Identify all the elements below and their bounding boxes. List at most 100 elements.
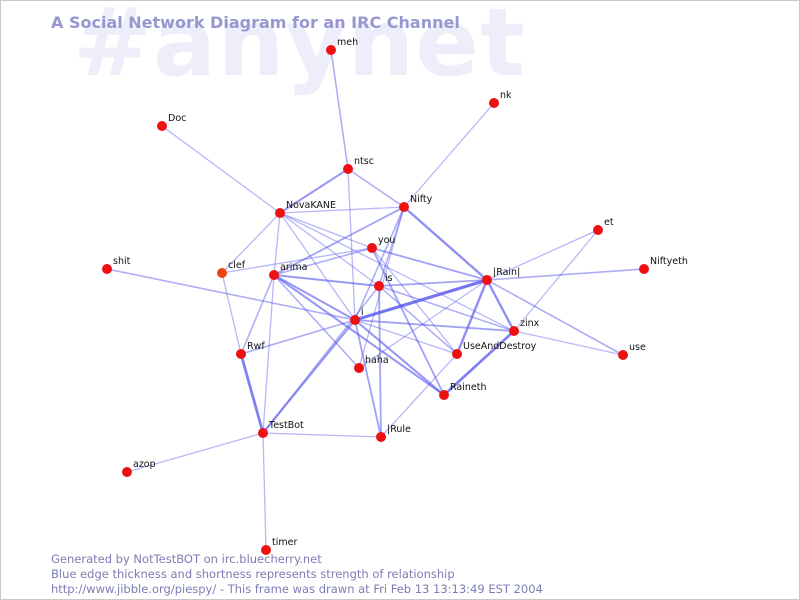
edge-TestBot-azop [126, 432, 264, 473]
edge-is-zinx [378, 285, 515, 332]
footer-generated-by: Generated by NotTestBOT on irc.bluecherr… [51, 552, 322, 566]
edge-i-Rule [354, 319, 382, 438]
node-label-clef: clef [228, 260, 246, 271]
edge-Rain-i [353, 278, 489, 322]
node-zinx: zinx [509, 318, 540, 336]
edge-arima-Rwf [240, 274, 275, 355]
node-dot-et [593, 225, 603, 235]
node-et: et [593, 217, 614, 235]
node-label-NovaKANE: NovaKANE [286, 200, 336, 211]
edge-i-TestBot [261, 318, 357, 435]
node-label-use: use [629, 342, 646, 353]
edge-NovaKANE-i [279, 212, 356, 321]
edge-ntsc-NovaKANE [278, 167, 350, 215]
node-label-Raineth: Raineth [450, 382, 486, 393]
node-dot-azop [122, 467, 132, 477]
edge-Rain-et [486, 229, 599, 281]
node-Niftyeth: Niftyeth [639, 256, 688, 274]
node-azop: azop [122, 459, 156, 477]
edge-Doc-NovaKANE [161, 125, 281, 214]
node-label-Nifty: Nifty [410, 194, 433, 205]
edge-UseAndDestroy-Rule [380, 353, 458, 438]
node-dot-Doc [157, 121, 167, 131]
edge-zinx-et [513, 229, 599, 332]
node-dot-ntsc [343, 164, 353, 174]
edge-Rain-zinx [485, 278, 516, 333]
node-dot-haha [354, 363, 364, 373]
edge-is-Rain [378, 279, 488, 287]
node-label-Niftyeth: Niftyeth [650, 256, 688, 267]
node-Rwf: Rwf [236, 341, 265, 359]
node-dot-Rwf [236, 349, 246, 359]
edge-Rain-Niftyeth [486, 268, 645, 281]
node-i: i [350, 307, 364, 325]
edge-i-Rwf [240, 319, 356, 355]
node-dot-is [374, 281, 384, 291]
edge-is-UseAndDestroy [378, 285, 458, 355]
node-dot-shit [102, 264, 112, 274]
edge-clef-Rwf [221, 272, 242, 355]
diagram-title: A Social Network Diagram for an IRC Chan… [51, 13, 460, 32]
node-meh: meh [326, 37, 358, 55]
node-dot-use [618, 350, 628, 360]
node-Rain: |Rain| [482, 267, 520, 285]
edge-Rain-use [486, 279, 624, 356]
edge-you-Raineth [371, 247, 445, 396]
edge-meh-ntsc [330, 49, 349, 170]
node-timer: timer [261, 537, 297, 555]
node-is: is [374, 273, 393, 291]
node-NovaKANE: NovaKANE [275, 200, 336, 218]
node-dot-meh [326, 45, 336, 55]
node-dot-NovaKANE [275, 208, 285, 218]
edge-i-UseAndDestroy [354, 319, 458, 355]
edge-you-clef [221, 247, 373, 274]
edge-i-zinx [354, 319, 515, 332]
node-dot-Niftyeth [639, 264, 649, 274]
node-haha: haha [354, 355, 389, 373]
node-label-nk: nk [500, 90, 512, 101]
node-dot-Rule [376, 432, 386, 442]
edge-NovaKANE-you [279, 212, 373, 249]
edge-you-Rain [371, 247, 488, 281]
edge-NovaKANE-is [279, 212, 380, 287]
edge-layer [106, 49, 645, 551]
edge-arima-is [272, 273, 381, 288]
node-dot-i [350, 315, 360, 325]
node-label-TestBot: TestBot [268, 420, 304, 431]
edge-NovaKANE-Nifty [279, 206, 405, 214]
node-dot-Nifty [399, 202, 409, 212]
node-shit: shit [102, 256, 131, 274]
edge-Nifty-arima [273, 206, 405, 276]
node-label-Rwf: Rwf [247, 341, 265, 352]
node-dot-arima [269, 270, 279, 280]
node-dot-TestBot [258, 428, 268, 438]
node-label-is: is [385, 273, 393, 284]
node-label-Rule: |Rule [387, 424, 411, 435]
node-ntsc: ntsc [343, 156, 374, 174]
edge-arima-TestBot [262, 274, 275, 434]
edge-ntsc-Nifty [347, 168, 405, 208]
footer-legend: Blue edge thickness and shortness repres… [51, 567, 455, 581]
node-Rule: |Rule [376, 424, 411, 442]
edge-ntsc-i [347, 168, 356, 321]
edge-zinx-use [513, 330, 624, 356]
node-label-shit: shit [113, 256, 131, 267]
node-Raineth: Raineth [439, 382, 486, 400]
node-label-ntsc: ntsc [354, 156, 374, 167]
node-label-UseAndDestroy: UseAndDestroy [463, 341, 537, 352]
node-Doc: Doc [157, 113, 186, 131]
node-label-you: you [378, 235, 395, 246]
node-nk: nk [489, 90, 512, 108]
node-label-Rain: |Rain| [493, 267, 520, 278]
channel-watermark: #anynet [73, 0, 526, 98]
node-label-arima: arima [280, 262, 307, 273]
edge-zinx-Raineth [442, 329, 516, 397]
node-TestBot: TestBot [258, 420, 304, 438]
footer-url-timestamp: http://www.jibble.org/piespy/ - This fra… [51, 582, 543, 596]
node-dot-you [367, 243, 377, 253]
edge-arima-haha [273, 274, 360, 369]
node-UseAndDestroy: UseAndDestroy [452, 341, 537, 359]
node-clef: clef [217, 260, 246, 278]
edge-arima-i [272, 273, 357, 322]
